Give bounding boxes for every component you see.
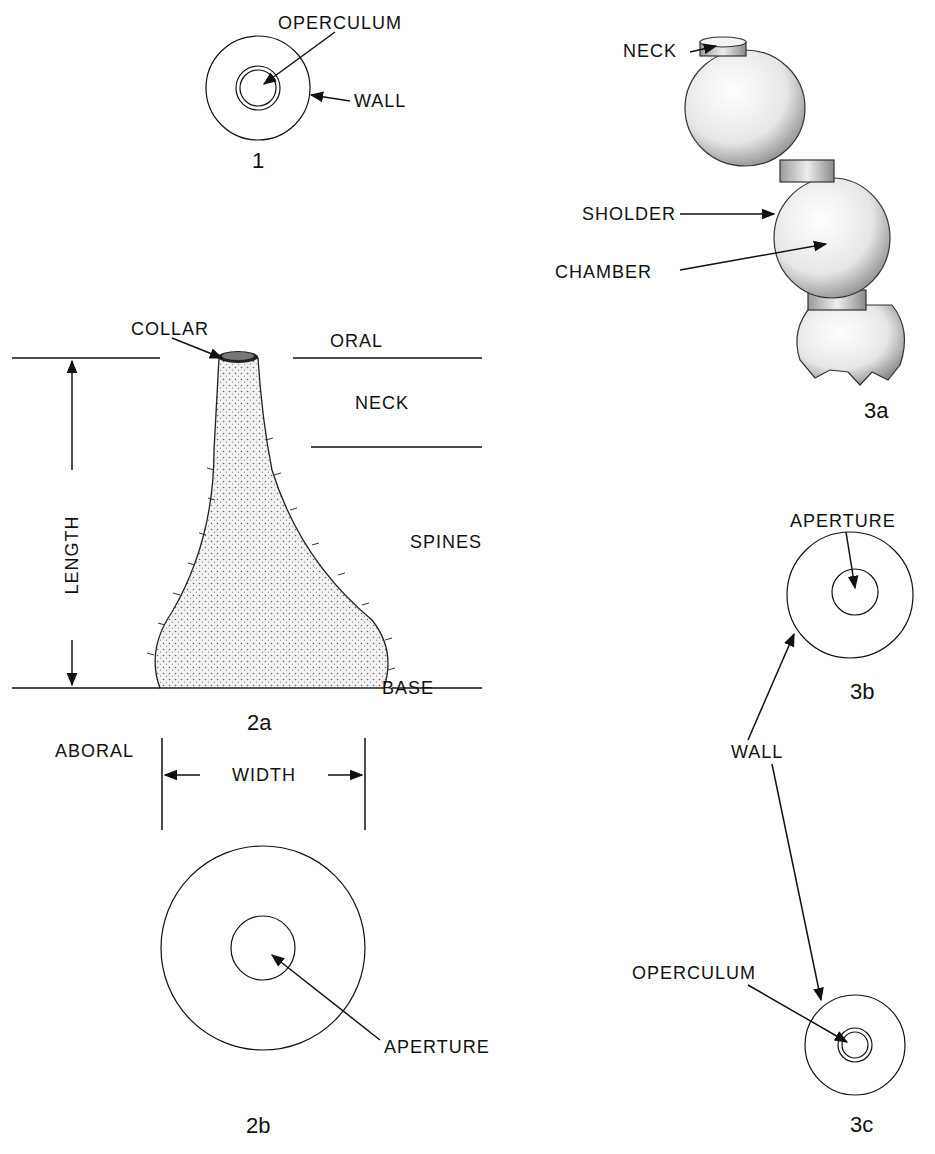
spine [290, 508, 297, 510]
figure-2b [161, 846, 365, 1050]
leader-line [172, 338, 222, 358]
spine [158, 623, 165, 625]
spine [199, 533, 206, 535]
part-label: BASE [382, 679, 434, 697]
figure-3c [805, 995, 905, 1095]
figure-1 [206, 36, 310, 140]
figure-number: 3a [864, 400, 888, 422]
orientation-label: ORAL [330, 332, 383, 350]
part-label: WALL [731, 743, 783, 761]
width-dimension [162, 738, 365, 830]
part-label: OPERCULUM [632, 964, 756, 982]
leader-line [772, 764, 821, 1000]
figure-number: 2b [246, 1115, 270, 1137]
spine [207, 468, 214, 470]
leader-line [690, 46, 716, 52]
spine [274, 473, 281, 475]
part-label: OPERCULUM [278, 14, 402, 32]
leader-line [272, 955, 380, 1040]
part-label: NECK [355, 394, 409, 412]
dimension-label: WIDTH [232, 766, 296, 784]
spine [147, 653, 154, 655]
part-label: COLLAR [131, 320, 209, 338]
dimension-label: LENGTH [63, 515, 81, 594]
part-label: APERTURE [790, 512, 896, 530]
spine [208, 498, 215, 500]
part-label: APERTURE [384, 1038, 490, 1056]
spine [362, 603, 369, 605]
spine [173, 593, 180, 595]
leader-line [846, 532, 855, 588]
figure-number: 2a [247, 712, 271, 734]
orientation-label: ABORAL [55, 742, 134, 760]
leader-line [311, 95, 350, 101]
part-label: WALL [354, 92, 406, 110]
leader-line [264, 32, 335, 84]
part-label: CHAMBER [555, 263, 652, 281]
leader-line [748, 634, 794, 740]
spine [385, 638, 392, 640]
spine [338, 573, 345, 575]
figure-3b [787, 532, 913, 658]
spine [388, 668, 395, 670]
reference-lines [12, 358, 482, 688]
spine [266, 438, 273, 440]
leader-line [748, 985, 847, 1042]
part-label: NECK [623, 42, 677, 60]
figure-number: 3b [850, 681, 874, 703]
spine [312, 543, 319, 545]
figure-number: 3c [850, 1114, 873, 1136]
leader-line [680, 213, 774, 215]
part-label: SPINES [410, 533, 482, 551]
leader-line [680, 244, 826, 270]
figure-number: 1 [252, 150, 264, 172]
figure-3a [685, 37, 905, 385]
part-label: SHOLDER [582, 205, 676, 223]
spine [188, 563, 195, 565]
